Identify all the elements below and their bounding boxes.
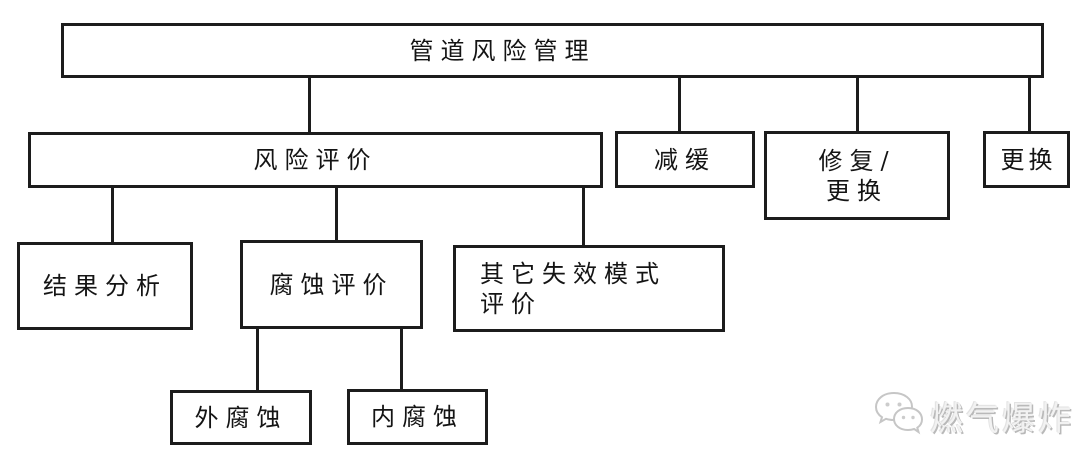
node-repair-replace: 修复/ 更换 [764, 131, 950, 220]
node-label: 外腐蚀 [194, 403, 288, 432]
node-result-analysis: 结果分析 [17, 242, 193, 330]
node-label: 风险评价 [253, 146, 378, 174]
watermark-text: 燃气爆炸 [930, 399, 1074, 438]
node-label: 减缓 [654, 145, 716, 174]
node-label: 结果分析 [43, 272, 167, 300]
node-other-failure-mode-assessment: 其它失效模式 评价 [453, 245, 725, 332]
connector-root-to-risk-assessment [308, 78, 311, 132]
node-label-line1: 其它失效模式 [480, 259, 666, 288]
wechat-icon [872, 390, 924, 442]
connector-risk-to-corrosion-assessment [335, 188, 338, 240]
watermark: 燃气爆炸 [872, 390, 1074, 442]
connector-root-to-replace [1028, 78, 1031, 131]
node-label-line2: 评价 [480, 289, 542, 318]
node-pipeline-risk-management: 管道风险管理 [61, 23, 1044, 78]
connector-risk-to-other-failure-mode [582, 188, 585, 245]
connector-root-to-repair-replace [856, 78, 859, 131]
node-label: 更换 [1000, 145, 1057, 174]
node-replace: 更换 [983, 131, 1070, 188]
connector-root-to-mitigation [678, 78, 681, 131]
node-corrosion-assessment: 腐蚀评价 [240, 240, 423, 329]
node-label: 内腐蚀 [371, 403, 464, 431]
node-label: 管道风险管理 [409, 36, 596, 65]
node-external-corrosion: 外腐蚀 [170, 390, 312, 445]
connector-corrosion-to-internal [400, 329, 403, 389]
node-risk-assessment: 风险评价 [28, 132, 603, 188]
connector-risk-to-result-analysis [111, 188, 114, 242]
node-label-line1: 修复/ [818, 146, 896, 175]
node-label: 腐蚀评价 [269, 270, 394, 299]
node-mitigation: 减缓 [615, 131, 755, 188]
connector-corrosion-to-external [256, 329, 259, 390]
node-label-line2: 更换 [826, 176, 888, 205]
node-internal-corrosion: 内腐蚀 [347, 389, 488, 445]
